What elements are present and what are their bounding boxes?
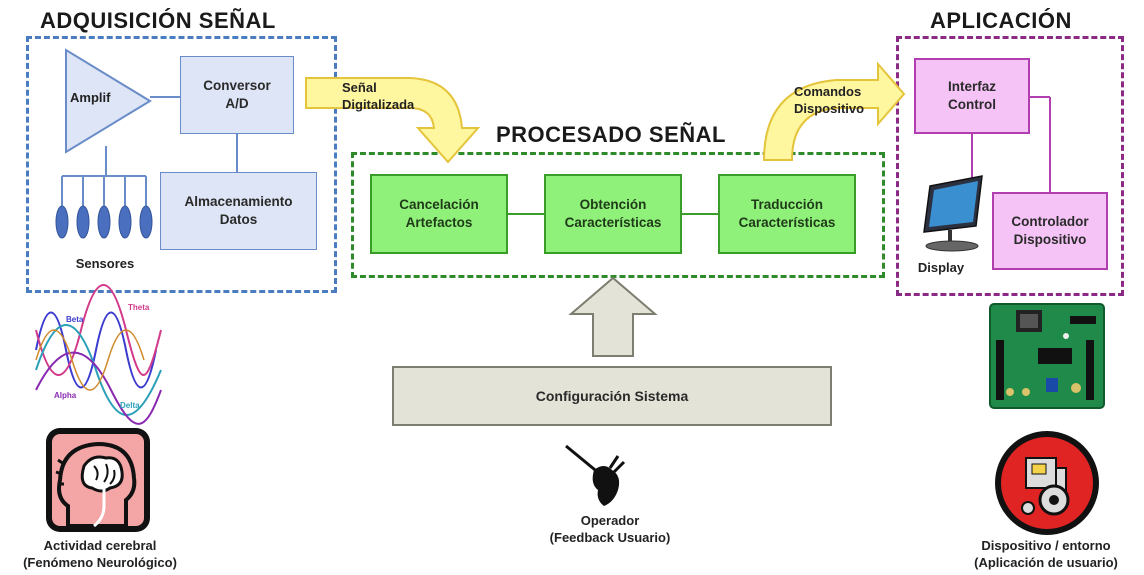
operator-hand-icon — [565, 444, 626, 506]
device-environment-label: Dispositivo / entorno (Aplicación de usu… — [974, 538, 1118, 570]
display-label: Display — [917, 260, 965, 275]
device-commands-label: Comandos Dispositivo — [794, 84, 865, 116]
system-config-box: Configuración Sistema — [392, 366, 832, 426]
operator-label: Operador (Feedback Usuario) — [549, 513, 671, 545]
processing-frame — [351, 152, 885, 278]
wheelchair-icon — [995, 431, 1099, 535]
brainwaves-illustration: Beta Theta Alpha Delta — [35, 284, 162, 425]
processing-title: PROCESADO SEÑAL — [496, 122, 726, 147]
acquisition-title: ADQUISICIÓN SEÑAL — [40, 8, 276, 33]
feature-translate-box: Traducción Características — [718, 174, 856, 254]
digitized-signal-label: Señal Digitalizada — [342, 80, 415, 112]
sensor-electrode — [118, 205, 132, 239]
artifact-cancel-box: Cancelación Artefactos — [370, 174, 508, 254]
wave-label-theta: Theta — [128, 303, 150, 312]
sensor-electrode — [76, 205, 90, 239]
application-frame — [896, 36, 1124, 296]
digitized-signal-arrow — [305, 77, 481, 164]
feature-extract-box: Obtención Características — [544, 174, 682, 254]
amplifier-label: Amplif — [70, 90, 111, 105]
sensors-label: Sensores — [75, 256, 135, 271]
sensor-electrode — [55, 205, 69, 239]
storage-box: Almacenamiento Datos — [160, 172, 317, 250]
wave-label-delta: Delta — [120, 401, 140, 410]
interface-control-box: Interfaz Control — [914, 58, 1030, 134]
wave-label-alpha: Alpha — [54, 391, 77, 400]
monitor-icon — [923, 175, 983, 252]
wave-label-beta: Beta — [66, 315, 84, 324]
sensor-electrode — [139, 205, 153, 239]
brain-activity-label: Actividad cerebral (Fenómeno Neurológico… — [23, 538, 177, 570]
amplifier-triangle — [65, 48, 152, 154]
circuit-board-icon — [989, 303, 1105, 409]
converter-box: Conversor A/D — [180, 56, 294, 134]
brain-head-icon — [46, 428, 150, 532]
up-arrow-icon — [568, 276, 658, 357]
device-controller-box: Controlador Dispositivo — [992, 192, 1108, 270]
acquisition-frame — [26, 36, 337, 293]
application-title: APLICACIÓN — [930, 8, 1072, 33]
device-commands-arrow — [762, 61, 906, 161]
sensor-electrode — [97, 205, 111, 239]
